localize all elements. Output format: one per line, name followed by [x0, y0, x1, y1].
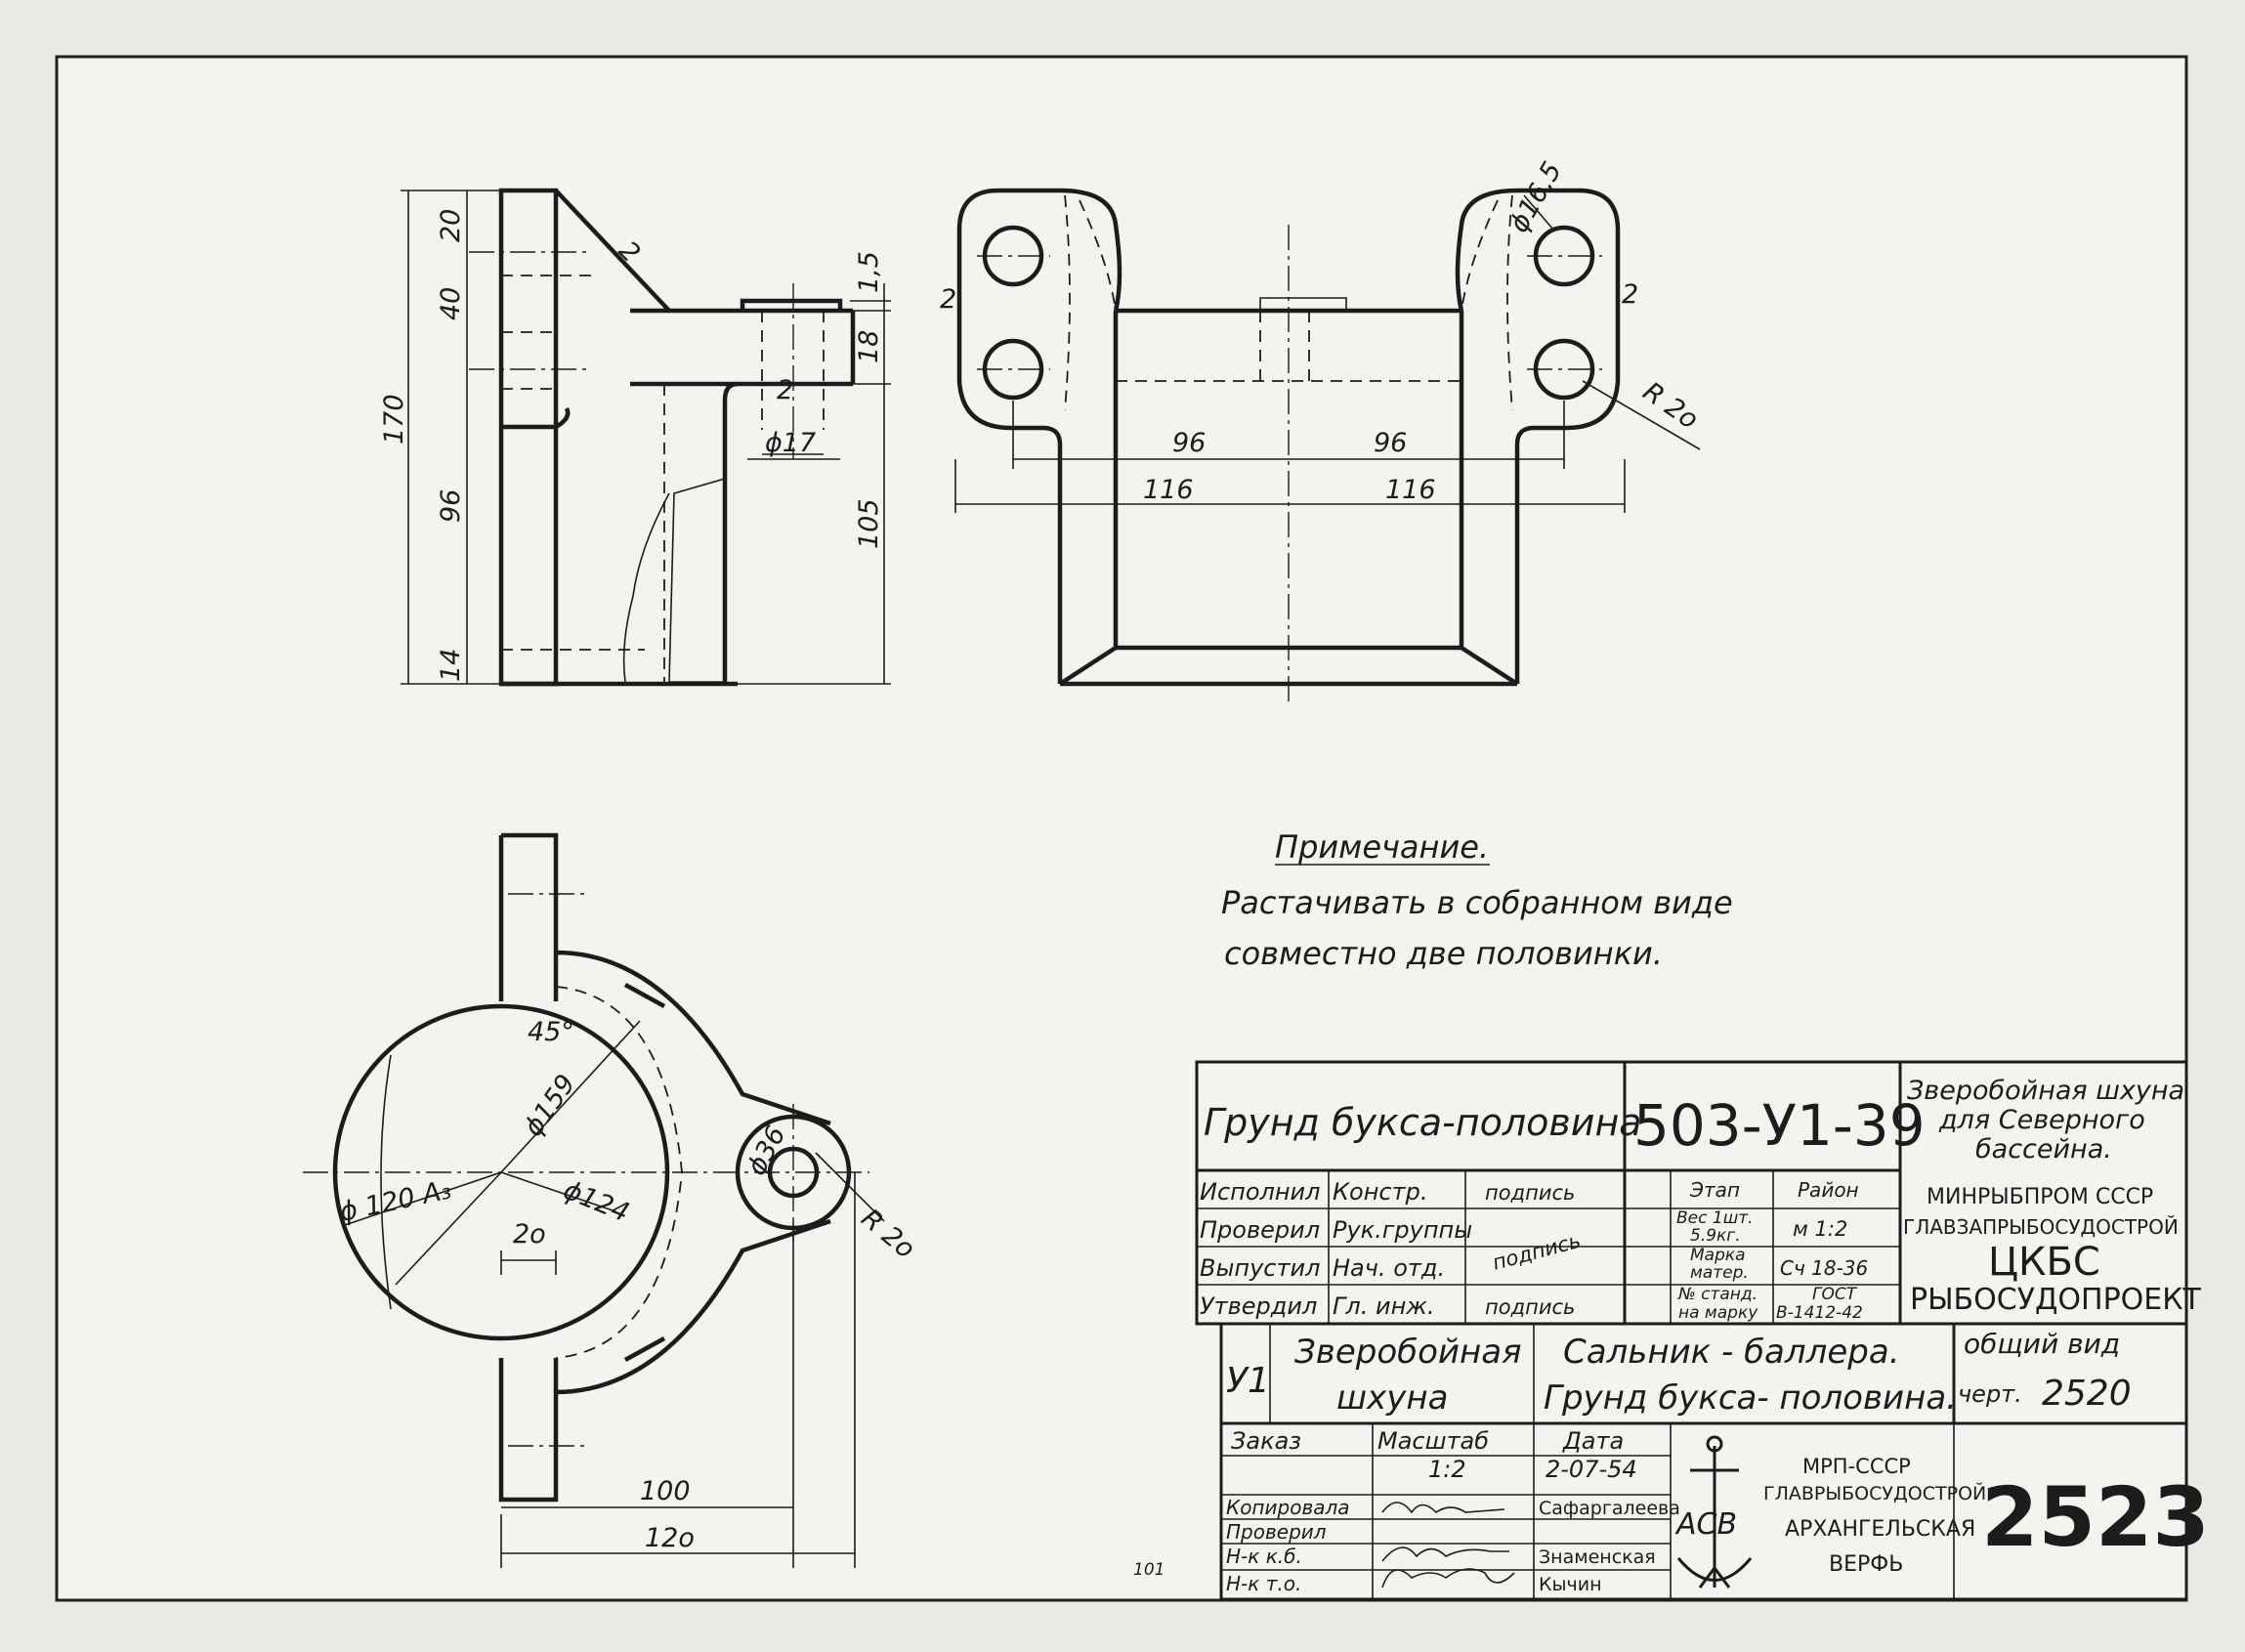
dim-side-40: 40 [436, 287, 466, 320]
org-line-1: МИНРЫБПРОМ СССР [1927, 1185, 2153, 1209]
sheet-number: 2523 [1981, 1469, 2210, 1565]
material-value: Сч 18-36 [1780, 1256, 1868, 1280]
dim-side-20: 20 [436, 209, 466, 242]
position-3: Нач. отд. [1333, 1254, 1445, 1282]
date-value: 2-07-54 [1546, 1456, 1637, 1483]
vessel-line-2: для Северного [1938, 1105, 2145, 1135]
material-label-2: матер. [1690, 1263, 1749, 1283]
drawing-frame [55, 55, 2188, 1602]
drawing-ref-label: черт. [1958, 1380, 2022, 1408]
note-line-1: Растачивать в собранном виде [1221, 884, 1733, 921]
std-value-1: ГОСТ [1812, 1285, 1858, 1304]
handwritten-signature-2 [1381, 1546, 1509, 1562]
staff-name-2: Знаменская [1539, 1546, 1656, 1568]
dim-top-r2b: 2 [1622, 279, 1638, 310]
note-title: Примечание. [1275, 828, 1489, 866]
staff-role-1: Копировала [1226, 1496, 1350, 1519]
position-1: Констр. [1333, 1178, 1427, 1206]
dim-plan-120: 12o [645, 1523, 695, 1553]
vessel-line-1: Зверобойная шхуна [1907, 1076, 2184, 1106]
std-value-2: В-1412-42 [1776, 1303, 1863, 1323]
dim-plan-20: 2o [513, 1219, 546, 1250]
role-3: Выпустил [1200, 1254, 1320, 1282]
dim-side-d17: ϕ17 [765, 428, 816, 458]
dim-plan-45: 45° [528, 1017, 574, 1047]
dim-side-1-5: 1,5 [854, 251, 884, 293]
assembly-name-2: Грунд букса- половина. [1544, 1378, 1957, 1418]
dim-top-96a: 96 [1172, 428, 1206, 458]
org-line-2: ГЛАВЗАПРЫБОСУДОСТРОЙ [1903, 1215, 2179, 1239]
staff-role-3: Н-к к.б. [1226, 1545, 1302, 1568]
section-name-2: шхуна [1336, 1378, 1448, 1418]
role-2: Проверил [1200, 1216, 1320, 1244]
scale-value: 1:2 [1428, 1456, 1466, 1483]
dim-side-14: 14 [436, 649, 466, 682]
date-label: Дата [1562, 1427, 1624, 1455]
signature-3: подпись [1485, 1295, 1575, 1319]
std-label-2: на марку [1678, 1303, 1758, 1323]
dim-top-116b: 116 [1385, 475, 1436, 505]
stage-label: Этап [1689, 1178, 1740, 1202]
handwritten-signature-1 [1381, 1502, 1505, 1514]
title-block [1195, 1060, 2188, 1601]
drawing-code: 503-У1-39 [1633, 1092, 1926, 1159]
dim-top-116a: 116 [1143, 475, 1194, 505]
weight-label-1: Вес 1шт. [1676, 1208, 1754, 1228]
dim-side-96: 96 [436, 489, 466, 523]
org-line-3: ЦКБС [1988, 1240, 2100, 1285]
logo-text: АСВ [1674, 1507, 1737, 1542]
region-label: Район [1798, 1178, 1859, 1202]
assembly-name-1: Сальник - баллера. [1563, 1333, 1900, 1372]
dim-side-r2b: 2 [777, 375, 793, 405]
yard-line-3: АРХАНГЕЛЬСКАЯ [1785, 1517, 1975, 1542]
anchor-logo-icon [1676, 1435, 1753, 1588]
role-1: Исполнил [1200, 1178, 1321, 1206]
dim-plan-100: 100 [640, 1476, 691, 1506]
part-name: Грунд букса-половина [1204, 1101, 1642, 1144]
dim-top-r2a: 2 [940, 284, 956, 315]
section-name-1: Зверобойная [1294, 1333, 1522, 1372]
staff-name-3: Кычин [1539, 1574, 1602, 1595]
note-line-2: совместно две половинки. [1224, 935, 1663, 972]
top-view [954, 188, 1701, 703]
dim-top-96b: 96 [1374, 428, 1407, 458]
margin-mark: 101 [1133, 1560, 1165, 1580]
yard-line-4: ВЕРФЬ [1829, 1552, 1903, 1577]
view-type: общий вид [1964, 1328, 2120, 1360]
dim-side-170: 170 [379, 394, 409, 445]
material-label-1: Марка [1690, 1246, 1746, 1265]
signature-1: подпись [1485, 1181, 1575, 1205]
std-label-1: № станд. [1677, 1285, 1758, 1304]
dim-side-105: 105 [854, 498, 884, 549]
staff-role-4: Н-к т.о. [1226, 1572, 1301, 1595]
weight-label-2: 5.9кг. [1690, 1226, 1741, 1246]
scale-label: Масштаб [1377, 1427, 1489, 1455]
vessel-line-3: бассейна. [1975, 1134, 2112, 1165]
org-line-4: РЫБОСУДОПРОЕКТ [1910, 1283, 2202, 1317]
drawing-ref: 2520 [2042, 1374, 2132, 1414]
section-code: У1 [1226, 1361, 1270, 1401]
dim-side-18: 18 [854, 330, 884, 363]
scale-small: м 1:2 [1793, 1217, 1847, 1241]
yard-line-2: ГЛАВРЫБОСУДОСТРОЙ [1763, 1482, 1986, 1504]
order-label: Заказ [1231, 1427, 1301, 1455]
drawing-note: Примечание. Растачивать в собранном виде… [1221, 828, 1733, 972]
position-2: Рук.группы [1333, 1216, 1472, 1244]
role-4: Утвердил [1200, 1292, 1317, 1320]
side-view [401, 188, 891, 687]
staff-name-1: Сафаргалеева [1539, 1498, 1680, 1519]
yard-line-1: МРП-СССР [1802, 1455, 1911, 1478]
plan-view [303, 832, 885, 1568]
position-4: Гл. инж. [1333, 1292, 1435, 1320]
handwritten-signature-3 [1381, 1568, 1515, 1588]
staff-role-2: Проверил [1226, 1520, 1327, 1544]
